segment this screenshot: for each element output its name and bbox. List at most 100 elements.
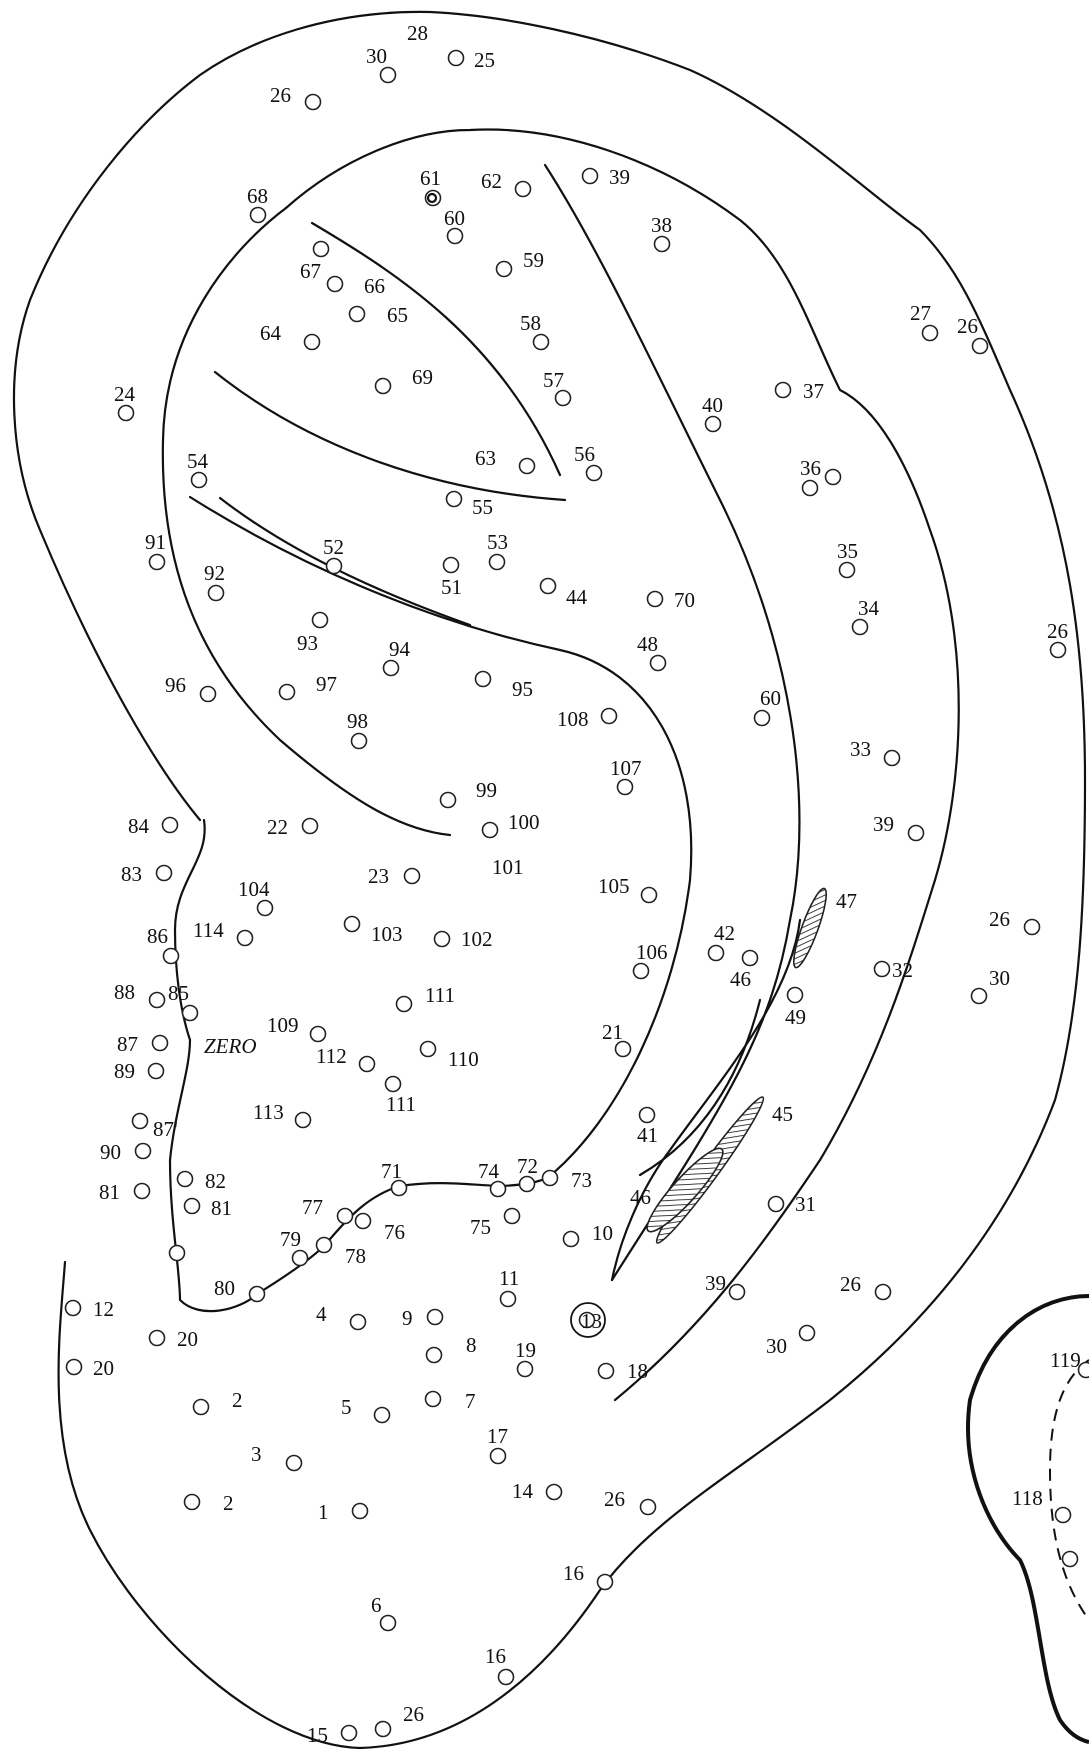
label: 88 (114, 980, 135, 1004)
acupoint-marker (640, 1108, 655, 1123)
label: 106 (636, 940, 668, 964)
acupoint-marker (351, 1315, 366, 1330)
label: 9 (402, 1306, 413, 1330)
label: 57 (543, 368, 564, 392)
acupoint-marker (743, 951, 758, 966)
acupoint-marker (258, 901, 273, 916)
acupoint-marker (150, 993, 165, 1008)
label: 104 (238, 877, 270, 901)
zero-label: ZERO (204, 1034, 257, 1058)
acupoint-marker (163, 818, 178, 833)
acupoint-marker (153, 1036, 168, 1051)
label: 86 (147, 924, 168, 948)
acupoint-marker (655, 237, 670, 252)
acupoint-marker (497, 262, 512, 277)
label: 58 (520, 311, 541, 335)
label: 100 (508, 810, 540, 834)
acupoint-marker (317, 1238, 332, 1253)
label: 76 (384, 1220, 405, 1244)
label: 26 (604, 1487, 625, 1511)
acupoint-marker (491, 1182, 506, 1197)
acupoint-marker (345, 917, 360, 932)
acupoint-marker (447, 492, 462, 507)
acupoint-marker (342, 1726, 357, 1741)
label: 101 (492, 855, 524, 879)
label: 24 (114, 382, 136, 406)
acupoint-marker (520, 1177, 535, 1192)
acupoint-marker (280, 685, 295, 700)
acupoint-marker (618, 780, 633, 795)
label: 71 (381, 1159, 402, 1183)
label: 87 (117, 1032, 138, 1056)
label: 46 (630, 1185, 651, 1209)
acupoint-marker (909, 826, 924, 841)
label: 33 (850, 737, 871, 761)
label: 93 (297, 631, 318, 655)
label: 62 (481, 169, 502, 193)
acupoint-marker (421, 1042, 436, 1057)
label: 23 (368, 864, 389, 888)
acupoint-marker (185, 1199, 200, 1214)
acupoint-marker (875, 962, 890, 977)
acupoint-marker (375, 1408, 390, 1423)
acupoints (66, 51, 1089, 1741)
cavum-inner-line (220, 498, 470, 625)
acupoint-marker (476, 672, 491, 687)
acupoint-marker (303, 819, 318, 834)
acupoint-marker (350, 307, 365, 322)
label: 64 (260, 321, 282, 345)
label: 52 (323, 535, 344, 559)
acupoint-marker (164, 949, 179, 964)
acupoint-marker (1051, 643, 1066, 658)
label: 66 (364, 274, 385, 298)
acupoint-marker (192, 473, 207, 488)
acupoint-marker (381, 1616, 396, 1631)
label: 114 (193, 918, 224, 942)
label: 26 (270, 83, 291, 107)
label: 99 (476, 778, 497, 802)
acupoint-marker (238, 931, 253, 946)
acupoint-marker (853, 620, 868, 635)
acupoint-marker (194, 1400, 209, 1415)
label: 41 (637, 1123, 658, 1147)
label: 77 (302, 1195, 323, 1219)
label: 20 (177, 1327, 198, 1351)
label: 60 (444, 206, 465, 230)
acupoint-marker (598, 1575, 613, 1590)
acupoint-marker (769, 1197, 784, 1212)
acupoint-marker (209, 586, 224, 601)
label: 42 (714, 921, 735, 945)
acupoint-marker (541, 579, 556, 594)
acupoint-marker-small (428, 194, 436, 202)
acupoint-marker (185, 1495, 200, 1510)
label: 81 (99, 1180, 120, 1204)
label: 80 (214, 1276, 235, 1300)
label: 105 (598, 874, 630, 898)
acupoint-marker (547, 1485, 562, 1500)
label: 34 (858, 596, 880, 620)
label: 69 (412, 365, 433, 389)
label: 38 (651, 213, 672, 237)
acupoint-marker (483, 823, 498, 838)
label: 6 (371, 1593, 382, 1617)
acupoint-marker (441, 793, 456, 808)
acupoint-marker (788, 988, 803, 1003)
label: 111 (386, 1092, 416, 1116)
label: 12 (93, 1297, 114, 1321)
acupoint-marker (709, 946, 724, 961)
acupoint-marker (178, 1172, 193, 1187)
acupoint-marker (491, 1449, 506, 1464)
acupoint-marker (641, 1500, 656, 1515)
label: 35 (837, 539, 858, 563)
label: 82 (205, 1169, 226, 1193)
label: 39 (609, 165, 630, 189)
label: 111 (425, 983, 455, 1007)
acupoint-marker (583, 169, 598, 184)
acupoint-marker (305, 335, 320, 350)
label: 26 (957, 314, 978, 338)
acupoint-marker (587, 466, 602, 481)
acupoint-marker (386, 1077, 401, 1092)
label: 103 (371, 922, 403, 946)
label: 4 (316, 1302, 327, 1326)
label: 48 (637, 632, 658, 656)
